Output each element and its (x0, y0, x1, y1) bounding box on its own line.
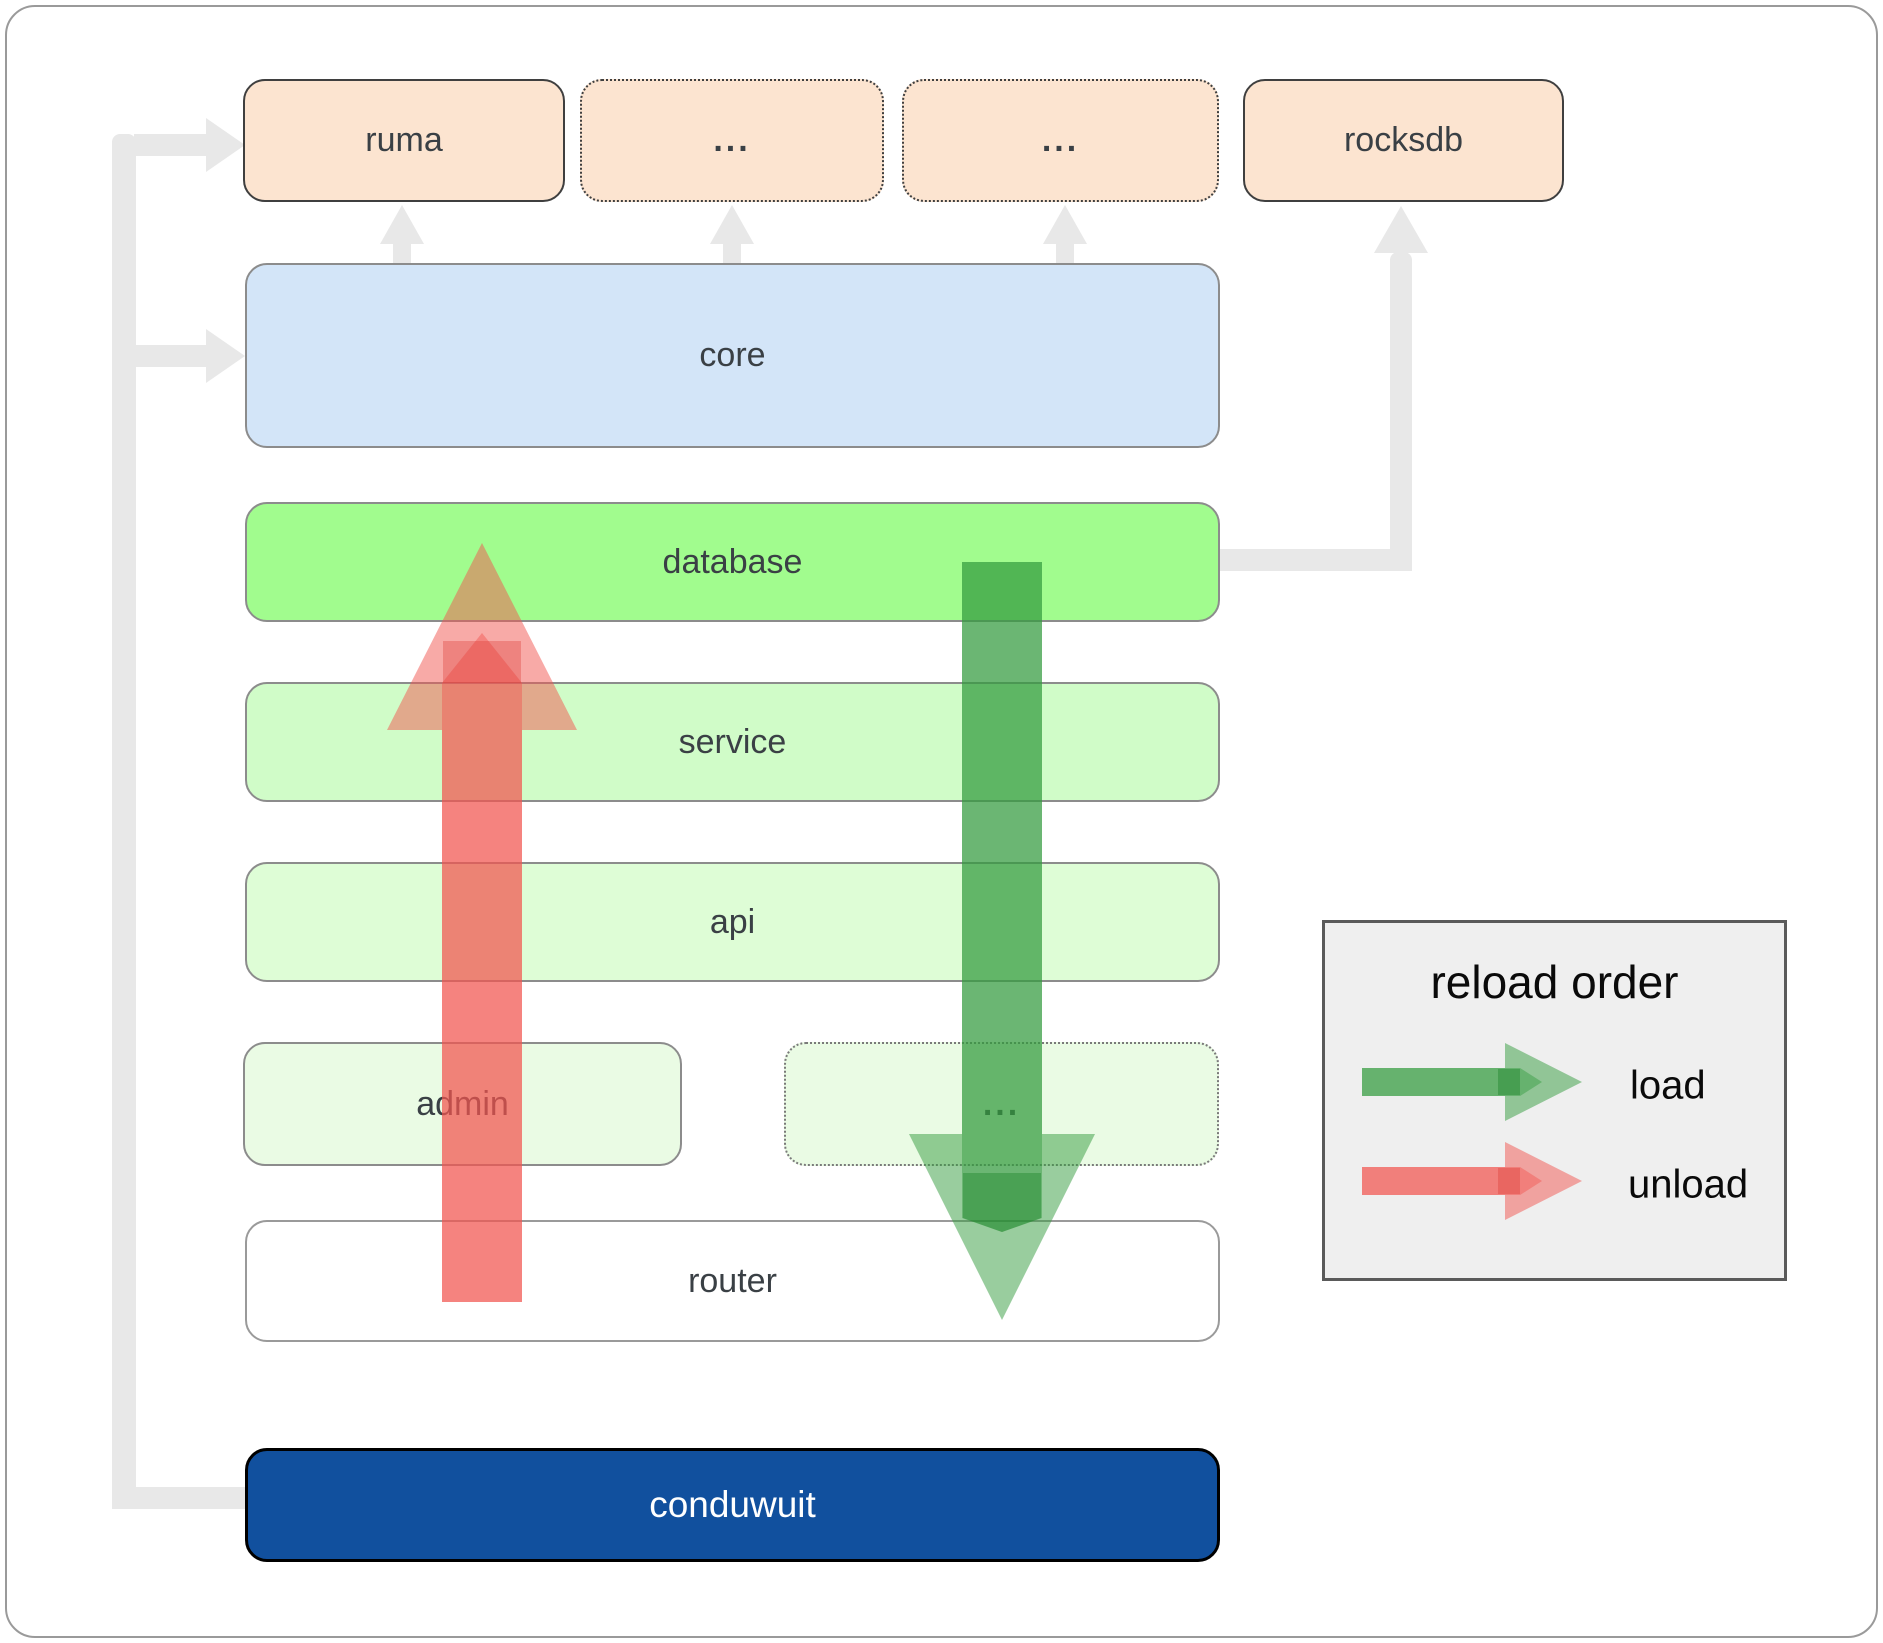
box-dots-top-2: ... (902, 79, 1219, 202)
legend-load-label: load (1630, 1063, 1706, 1108)
box-dots-top-1: ... (580, 79, 884, 202)
outer-frame (5, 5, 1878, 1638)
box-api: api (245, 862, 1220, 982)
box-ruma-label: ruma (365, 121, 443, 159)
box-database-label: database (662, 542, 803, 581)
box-dots-top-2-label: ... (1041, 121, 1080, 159)
box-core-label: core (699, 336, 766, 374)
box-core: core (245, 263, 1220, 448)
box-dots-admin: ... (784, 1042, 1219, 1166)
box-admin: admin (243, 1042, 682, 1166)
box-service-label: service (678, 722, 787, 761)
box-conduwuit-label: conduwuit (649, 1484, 816, 1525)
box-service: service (245, 682, 1220, 802)
box-router-label: router (688, 1261, 777, 1300)
box-database: database (245, 502, 1220, 622)
box-conduwuit: conduwuit (245, 1448, 1220, 1562)
box-router: router (245, 1220, 1220, 1342)
box-dots-admin-label: ... (982, 1084, 1021, 1123)
legend-unload-label: unload (1628, 1162, 1749, 1207)
box-dots-top-1-label: ... (713, 121, 751, 159)
box-api-label: api (709, 902, 756, 941)
legend-title: reload order (1430, 956, 1679, 1008)
legend: reload order load unload (1322, 920, 1787, 1281)
box-ruma: ruma (243, 79, 565, 202)
box-rocksdb: rocksdb (1243, 79, 1564, 202)
box-rocksdb-label: rocksdb (1343, 121, 1464, 159)
box-admin-label: admin (416, 1084, 509, 1123)
